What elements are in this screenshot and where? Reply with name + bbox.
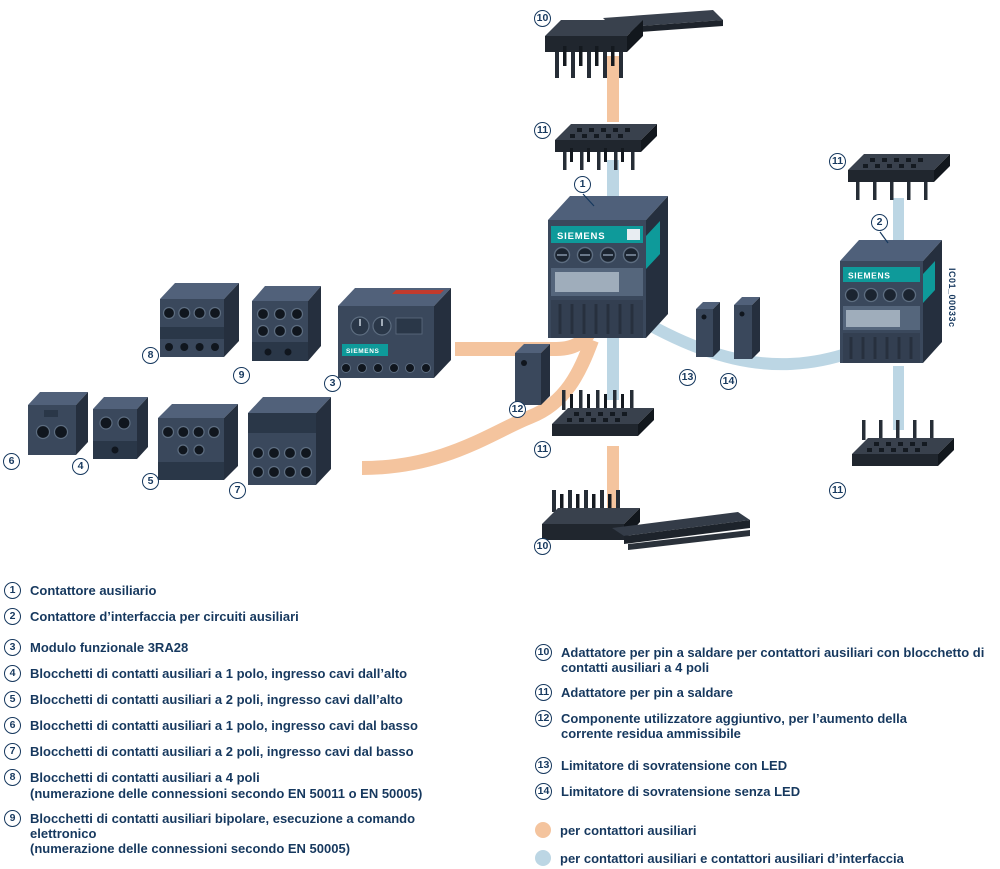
diagram-callout-10: 10 — [534, 538, 551, 555]
diagram-callout-14: 14 — [720, 373, 737, 390]
diagram-callout-4: 4 — [72, 458, 89, 475]
surge-suppressor-led — [696, 302, 720, 357]
diagram-callout-2: 2 — [871, 214, 888, 231]
diagram-callout-11: 11 — [829, 482, 846, 499]
legend-text-4: Blocchetti di contatti ausiliari a 1 pol… — [30, 666, 408, 681]
legend-text-6: Blocchetti di contatti ausiliari a 1 pol… — [30, 718, 418, 733]
image-id-watermark: IC01_00033c — [947, 268, 957, 328]
legend-text-9-line2: (numerazione delle connessioni secondo E… — [30, 841, 351, 857]
diagram-callout-6: 6 — [3, 453, 20, 470]
legend-text-3: Modulo funzionale 3RA28 — [30, 640, 189, 655]
legend-text-5: Blocchetti di contatti ausiliari a 2 pol… — [30, 692, 403, 707]
legend-number-8: 8 — [4, 769, 21, 786]
interface-contactor: SIEMENS — [840, 240, 942, 363]
diagram-callout-11: 11 — [534, 122, 551, 139]
legend-number-1: 1 — [4, 582, 21, 599]
brand-label: SIEMENS — [557, 231, 605, 242]
legend-text-8-line1: Blocchetti di contatti ausiliari a 4 pol… — [30, 770, 260, 785]
diagram-callout-5: 5 — [142, 473, 159, 490]
legend-number-10: 10 — [535, 644, 552, 661]
diagram-callout-11: 11 — [534, 441, 551, 458]
diagram-callout-3: 3 — [324, 375, 341, 392]
legend-item-14: 14 Limitatore di sovratensione senza LED — [535, 783, 995, 801]
color-legend-interface: per contattori ausiliari e contattori au… — [535, 850, 995, 867]
function-module-3ra28: SIEMENS — [338, 288, 451, 378]
legend-text-1: Contattore ausiliario — [30, 583, 157, 598]
legend-item-5: 5 Blocchetti di contatti ausiliari a 2 p… — [4, 691, 484, 708]
legend-item-7: 7 Blocchetti di contatti ausiliari a 2 p… — [4, 743, 484, 760]
legend-number-12: 12 — [535, 710, 552, 728]
contact-block-1pole-bottom-entry — [28, 392, 88, 455]
legend-text-14: Limitatore di sovratensione senza LED — [561, 784, 801, 800]
legend-item-6: 6 Blocchetti di contatti ausiliari a 1 p… — [4, 717, 484, 734]
legend-text-9: Blocchetti di contatti ausiliari bipolar… — [30, 810, 484, 857]
legend-item-3: 3 Modulo funzionale 3RA28 — [4, 639, 484, 656]
surge-suppressor-no-led — [734, 297, 760, 359]
contact-block-2pole-bottom-entry — [248, 397, 331, 485]
legend-item-11: 11 Adattatore per pin a saldare — [535, 684, 995, 702]
legend-item-1: 1 Contattore ausiliario — [4, 582, 484, 599]
brand-label: SIEMENS — [346, 348, 380, 355]
legend-number-3: 3 — [4, 639, 21, 656]
diagram-callout-9: 9 — [233, 367, 250, 384]
legend-number-11: 11 — [535, 684, 552, 702]
legend-text-11: Adattatore per pin a saldare — [561, 685, 733, 701]
legend-item-9: 9 Blocchetti di contatti ausiliari bipol… — [4, 810, 484, 857]
solder-pin-adapter — [555, 124, 657, 170]
contact-block-electronic — [252, 286, 321, 361]
aux-color-label: per contattori ausiliari — [560, 823, 697, 839]
interface-color-swatch — [535, 850, 551, 866]
legend-number-5: 5 — [4, 691, 21, 708]
legend-item-12: 12 Componente utilizzatore aggiuntivo, p… — [535, 710, 995, 741]
legend-number-9: 9 — [4, 810, 21, 828]
leader-lines — [582, 193, 889, 244]
solder-pin-adapter-4pole-bottom — [542, 490, 750, 550]
diagram-callout-8: 8 — [142, 347, 159, 364]
ribbon-aux-bottom — [361, 337, 599, 475]
legend-item-10: 10 Adattatore per pin a saldare per cont… — [535, 644, 995, 675]
diagram-callout-11: 11 — [829, 153, 846, 170]
legend-text-9-line1: Blocchetti di contatti ausiliari bipolar… — [30, 811, 416, 841]
diagram-callout-7: 7 — [229, 482, 246, 499]
interface-color-label: per contattori ausiliari e contattori au… — [560, 850, 904, 866]
aux-color-swatch — [535, 822, 551, 839]
legend-number-13: 13 — [535, 757, 552, 775]
contact-block-2pole-top-entry — [158, 404, 238, 480]
legend-text-2: Contattore d’interfaccia per circuiti au… — [30, 609, 299, 624]
legend-item-13: 13 Limitatore di sovratensione con LED — [535, 757, 995, 775]
auxiliary-contactor: SIEMENS — [548, 196, 668, 338]
solder-pin-adapter — [552, 390, 654, 436]
legend-text-8-line2: (numerazione delle connessioni secondo E… — [30, 785, 423, 801]
diagram-callout-12: 12 — [509, 401, 526, 418]
color-legend-aux: per contattori ausiliari — [535, 822, 995, 839]
assembly-bands — [607, 56, 904, 508]
legend-item-8: 8 Blocchetti di contatti ausiliari a 4 p… — [4, 769, 484, 801]
solder-pin-adapter-4pole-top — [545, 10, 723, 78]
contact-block-1pole-top-entry — [93, 397, 148, 459]
legend-number-7: 7 — [4, 743, 21, 760]
legend-text-10: Adattatore per pin a saldare per contatt… — [561, 645, 985, 675]
legend-text-7: Blocchetti di contatti ausiliari a 2 pol… — [30, 744, 414, 759]
legend-left-column: 1 Contattore ausiliario 2 Contattore d’i… — [4, 582, 484, 866]
brand-label: SIEMENS — [848, 271, 890, 281]
legend-text-12: Componente utilizzatore aggiuntivo, per … — [561, 711, 907, 741]
diagram-callout-10: 10 — [534, 10, 551, 27]
legend-item-2: 2 Contattore d’interfaccia per circuiti … — [4, 608, 484, 625]
legend-number-2: 2 — [4, 608, 21, 625]
legend-number-6: 6 — [4, 717, 21, 734]
solder-pin-adapter — [852, 420, 954, 466]
diagram-callout-13: 13 — [679, 369, 696, 386]
legend-number-14: 14 — [535, 783, 552, 801]
solder-pin-adapter — [848, 154, 950, 200]
legend-number-4: 4 — [4, 665, 21, 682]
legend-item-4: 4 Blocchetti di contatti ausiliari a 1 p… — [4, 665, 484, 682]
diagram-callout-1: 1 — [574, 176, 591, 193]
legend-right-column: 10 Adattatore per pin a saldare per cont… — [535, 644, 995, 869]
exploded-diagram: SIEMENS — [28, 10, 954, 550]
legend-text-8: Blocchetti di contatti ausiliari a 4 pol… — [30, 769, 422, 801]
legend-text-13: Limitatore di sovratensione con LED — [561, 758, 788, 774]
contact-block-4pole — [160, 283, 239, 357]
additional-load-component — [515, 344, 550, 405]
